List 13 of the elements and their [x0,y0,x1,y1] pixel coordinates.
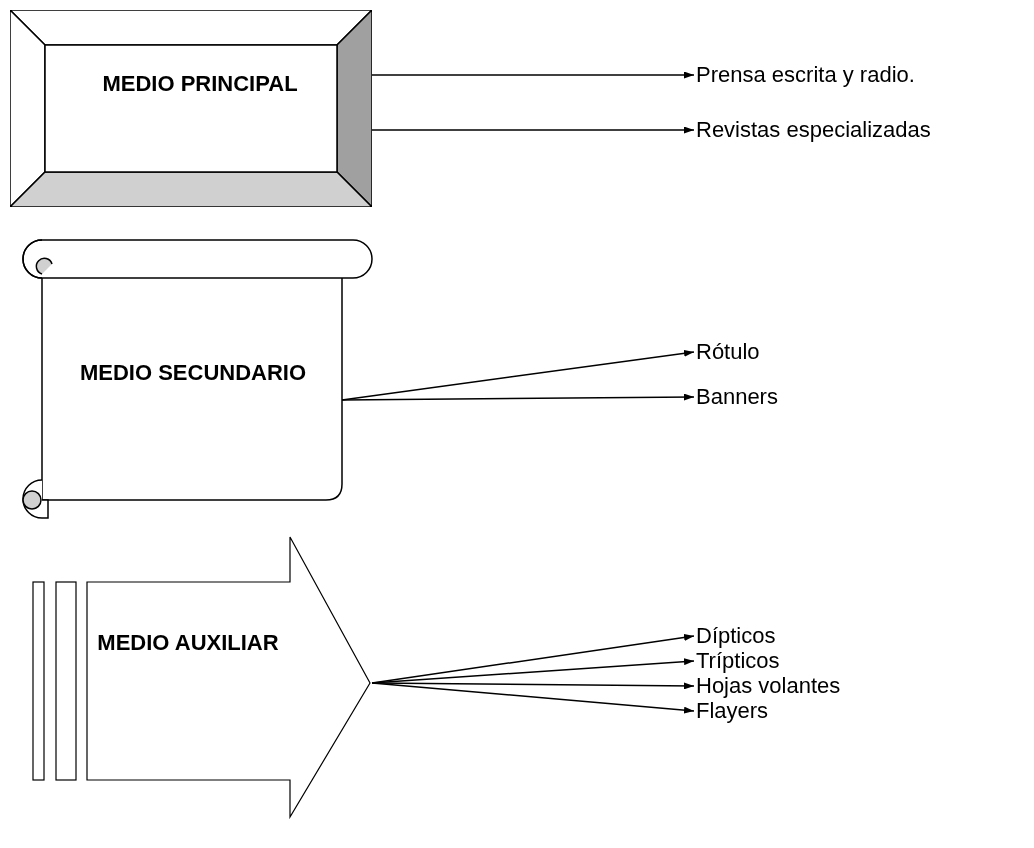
list-item: Rótulo [696,339,760,365]
node-title: MEDIO SECUNDARIO [78,359,308,386]
arrow [341,393,695,401]
arrow [371,682,695,714]
node-title: MEDIO AUXILIAR [96,629,280,656]
list-item: Dípticos [696,623,776,649]
list-item: Prensa escrita y radio. [696,62,915,88]
list-item: Trípticos [696,648,780,674]
list-item: Flayers [696,698,769,724]
node-title: MEDIO PRINCIPAL [101,70,299,97]
list-item: Hojas volantes [696,673,841,699]
list-item: Revistas especializadas [696,117,931,143]
list-item: Banners [696,384,778,410]
